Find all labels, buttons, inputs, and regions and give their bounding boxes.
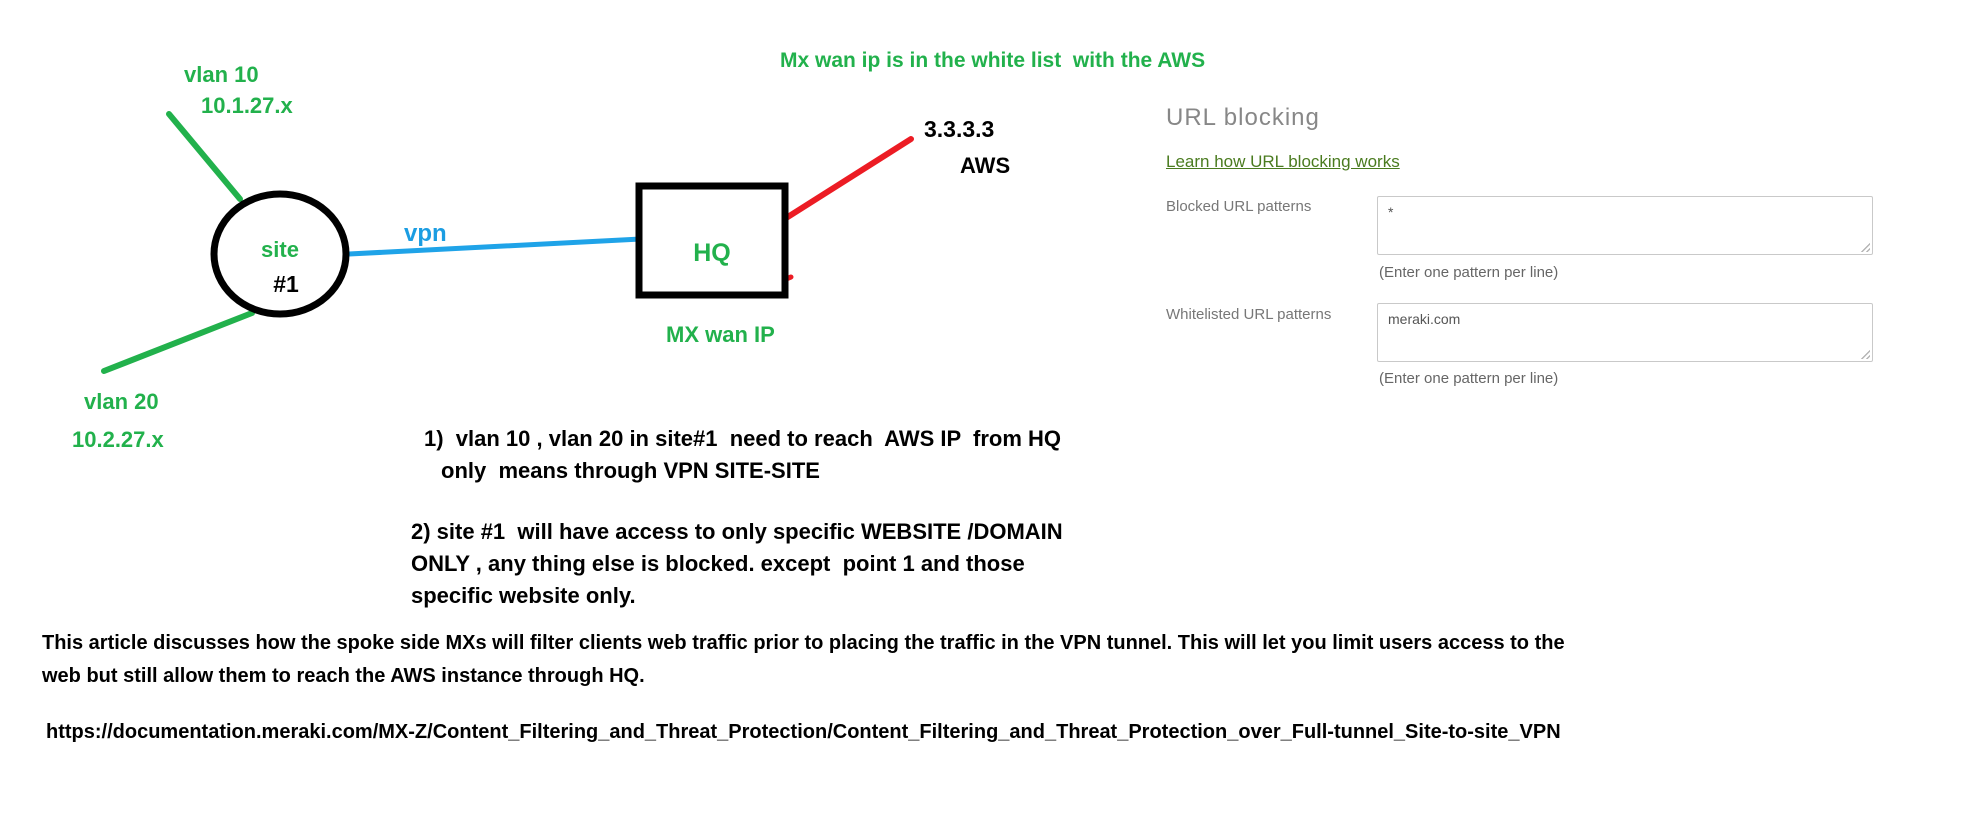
hq-box (635, 182, 789, 299)
textarea-resize-grip-icon[interactable] (1859, 241, 1870, 252)
article-summary: This article discusses how the spoke sid… (42, 632, 1565, 687)
site-circle (210, 190, 350, 318)
whitelist-title: Mx wan ip is in the white list with the … (780, 49, 1206, 72)
vlan20-subnet: 10.2.27.x (72, 427, 164, 452)
hq-node-label: HQ (693, 239, 731, 267)
mx-wan-ip-label: MX wan IP (666, 322, 775, 347)
vlan10-label: vlan 10 (184, 62, 259, 87)
vpn-line (346, 236, 645, 257)
site-node-number: #1 (273, 271, 299, 297)
vlan10-link-line (166, 111, 243, 202)
vlan10-subnet: 10.1.27.x (201, 93, 293, 118)
whitelisted-url-patterns-field: meraki.com (1377, 303, 1873, 362)
vpn-label: vpn (404, 220, 447, 247)
wan-to-aws-line (780, 136, 914, 223)
textarea-resize-grip-icon[interactable] (1859, 348, 1870, 359)
aws-label: AWS (960, 153, 1011, 178)
whitelisted-patterns-hint: (Enter one pattern per line) (1379, 370, 1559, 387)
blocked-url-patterns-field: * (1377, 196, 1873, 255)
note-1: 1) vlan 10 , vlan 20 in site#1 need to r… (424, 426, 1062, 483)
note-2: 2) site #1 will have access to only spec… (411, 519, 1063, 608)
blocked-patterns-hint: (Enter one pattern per line) (1379, 264, 1559, 281)
site-node-label: site (261, 237, 299, 262)
url-blocking-heading: URL blocking (1166, 104, 1320, 131)
url-blocking-help-link[interactable]: Learn how URL blocking works (1166, 152, 1400, 171)
vlan20-link-line (101, 310, 255, 374)
aws-ip-label: 3.3.3.3 (924, 116, 995, 142)
vlan20-label: vlan 20 (84, 389, 159, 414)
blocked-url-patterns-label: Blocked URL patterns (1166, 198, 1312, 215)
whitelisted-url-patterns-textarea[interactable]: meraki.com (1377, 303, 1873, 362)
documentation-url: https://documentation.meraki.com/MX-Z/Co… (46, 721, 1561, 743)
blocked-url-patterns-textarea[interactable]: * (1377, 196, 1873, 255)
whitelisted-url-patterns-label: Whitelisted URL patterns (1166, 306, 1332, 323)
